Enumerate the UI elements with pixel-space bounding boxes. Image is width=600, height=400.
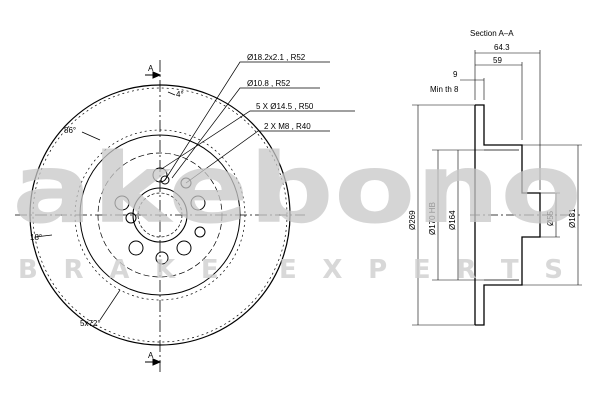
callout-threaded: 2 X M8 , R40 bbox=[264, 122, 311, 131]
leader-threaded bbox=[185, 130, 262, 184]
section-arrowhead-top bbox=[152, 71, 162, 79]
small-hole bbox=[160, 175, 170, 185]
dim-inner-diameter-label: Ø164 bbox=[448, 210, 457, 230]
outer-rim-dashed bbox=[32, 87, 288, 343]
watermark: akebono BRAKE EXPERTS bbox=[12, 133, 583, 285]
section-view bbox=[412, 50, 582, 326]
outer-rim bbox=[29, 84, 291, 346]
callout-hole-large: Ø18.2x2.1 , R52 bbox=[247, 53, 306, 62]
dim-min-thickness-label: Min th 8 bbox=[430, 85, 459, 94]
bolt-hole bbox=[128, 240, 144, 256]
angle-18-label: 18° bbox=[30, 233, 42, 242]
dim-outer-diameter-label: Ø269 bbox=[408, 210, 417, 230]
dim-height-label: 64.3 bbox=[494, 43, 510, 52]
dim-hat-depth-label: 59 bbox=[493, 56, 502, 65]
friction-inner-dashed bbox=[74, 129, 246, 301]
angle-leader-18 bbox=[34, 234, 53, 238]
dim-center-bore-label: Ø55 bbox=[546, 210, 555, 226]
bolt-hole bbox=[114, 195, 130, 211]
section-arrowhead-bottom bbox=[152, 358, 162, 366]
leader-bolt-holes bbox=[159, 110, 254, 171]
threaded-hole bbox=[180, 177, 192, 189]
dim-thickness-label: 9 bbox=[453, 70, 458, 79]
center-bore-dashed bbox=[137, 192, 183, 238]
angle-leader-top bbox=[167, 91, 176, 96]
bolt-hole bbox=[176, 240, 192, 256]
angle-leader-72 bbox=[99, 289, 121, 321]
bolt-hole bbox=[190, 195, 206, 211]
leader-hole-small bbox=[171, 87, 245, 179]
dim-hat-diameter-label: Ø170 HB bbox=[428, 202, 437, 235]
angle-86-label: 86° bbox=[64, 126, 76, 135]
watermark-tagline: BRAKE EXPERTS bbox=[18, 255, 583, 285]
dim-hub-diameter-label: Ø181 bbox=[568, 208, 577, 228]
angle-top-label: 4° bbox=[176, 90, 184, 99]
leader-hole-large bbox=[164, 61, 245, 181]
locating-hole bbox=[155, 251, 169, 265]
bolt-holes bbox=[114, 167, 206, 256]
bolt-hole bbox=[152, 167, 168, 183]
angle-leader-86 bbox=[81, 131, 101, 141]
bolt-circle bbox=[97, 152, 223, 278]
section-title: Section A–A bbox=[470, 29, 514, 38]
threaded-hole bbox=[194, 226, 206, 238]
center-bore bbox=[132, 187, 188, 243]
front-view bbox=[15, 60, 355, 375]
angle-72-label: 5x72° bbox=[80, 319, 101, 328]
callout-hole-small: Ø10.8 , R52 bbox=[247, 79, 291, 88]
callout-bolt-holes: 5 X Ø14.5 , R50 bbox=[256, 102, 314, 111]
section-label-bottom: A bbox=[148, 351, 154, 360]
watermark-logo: akebono bbox=[12, 133, 582, 245]
locating-hole bbox=[125, 212, 137, 224]
hat-outer bbox=[79, 134, 241, 296]
section-label-top: A bbox=[148, 64, 154, 73]
